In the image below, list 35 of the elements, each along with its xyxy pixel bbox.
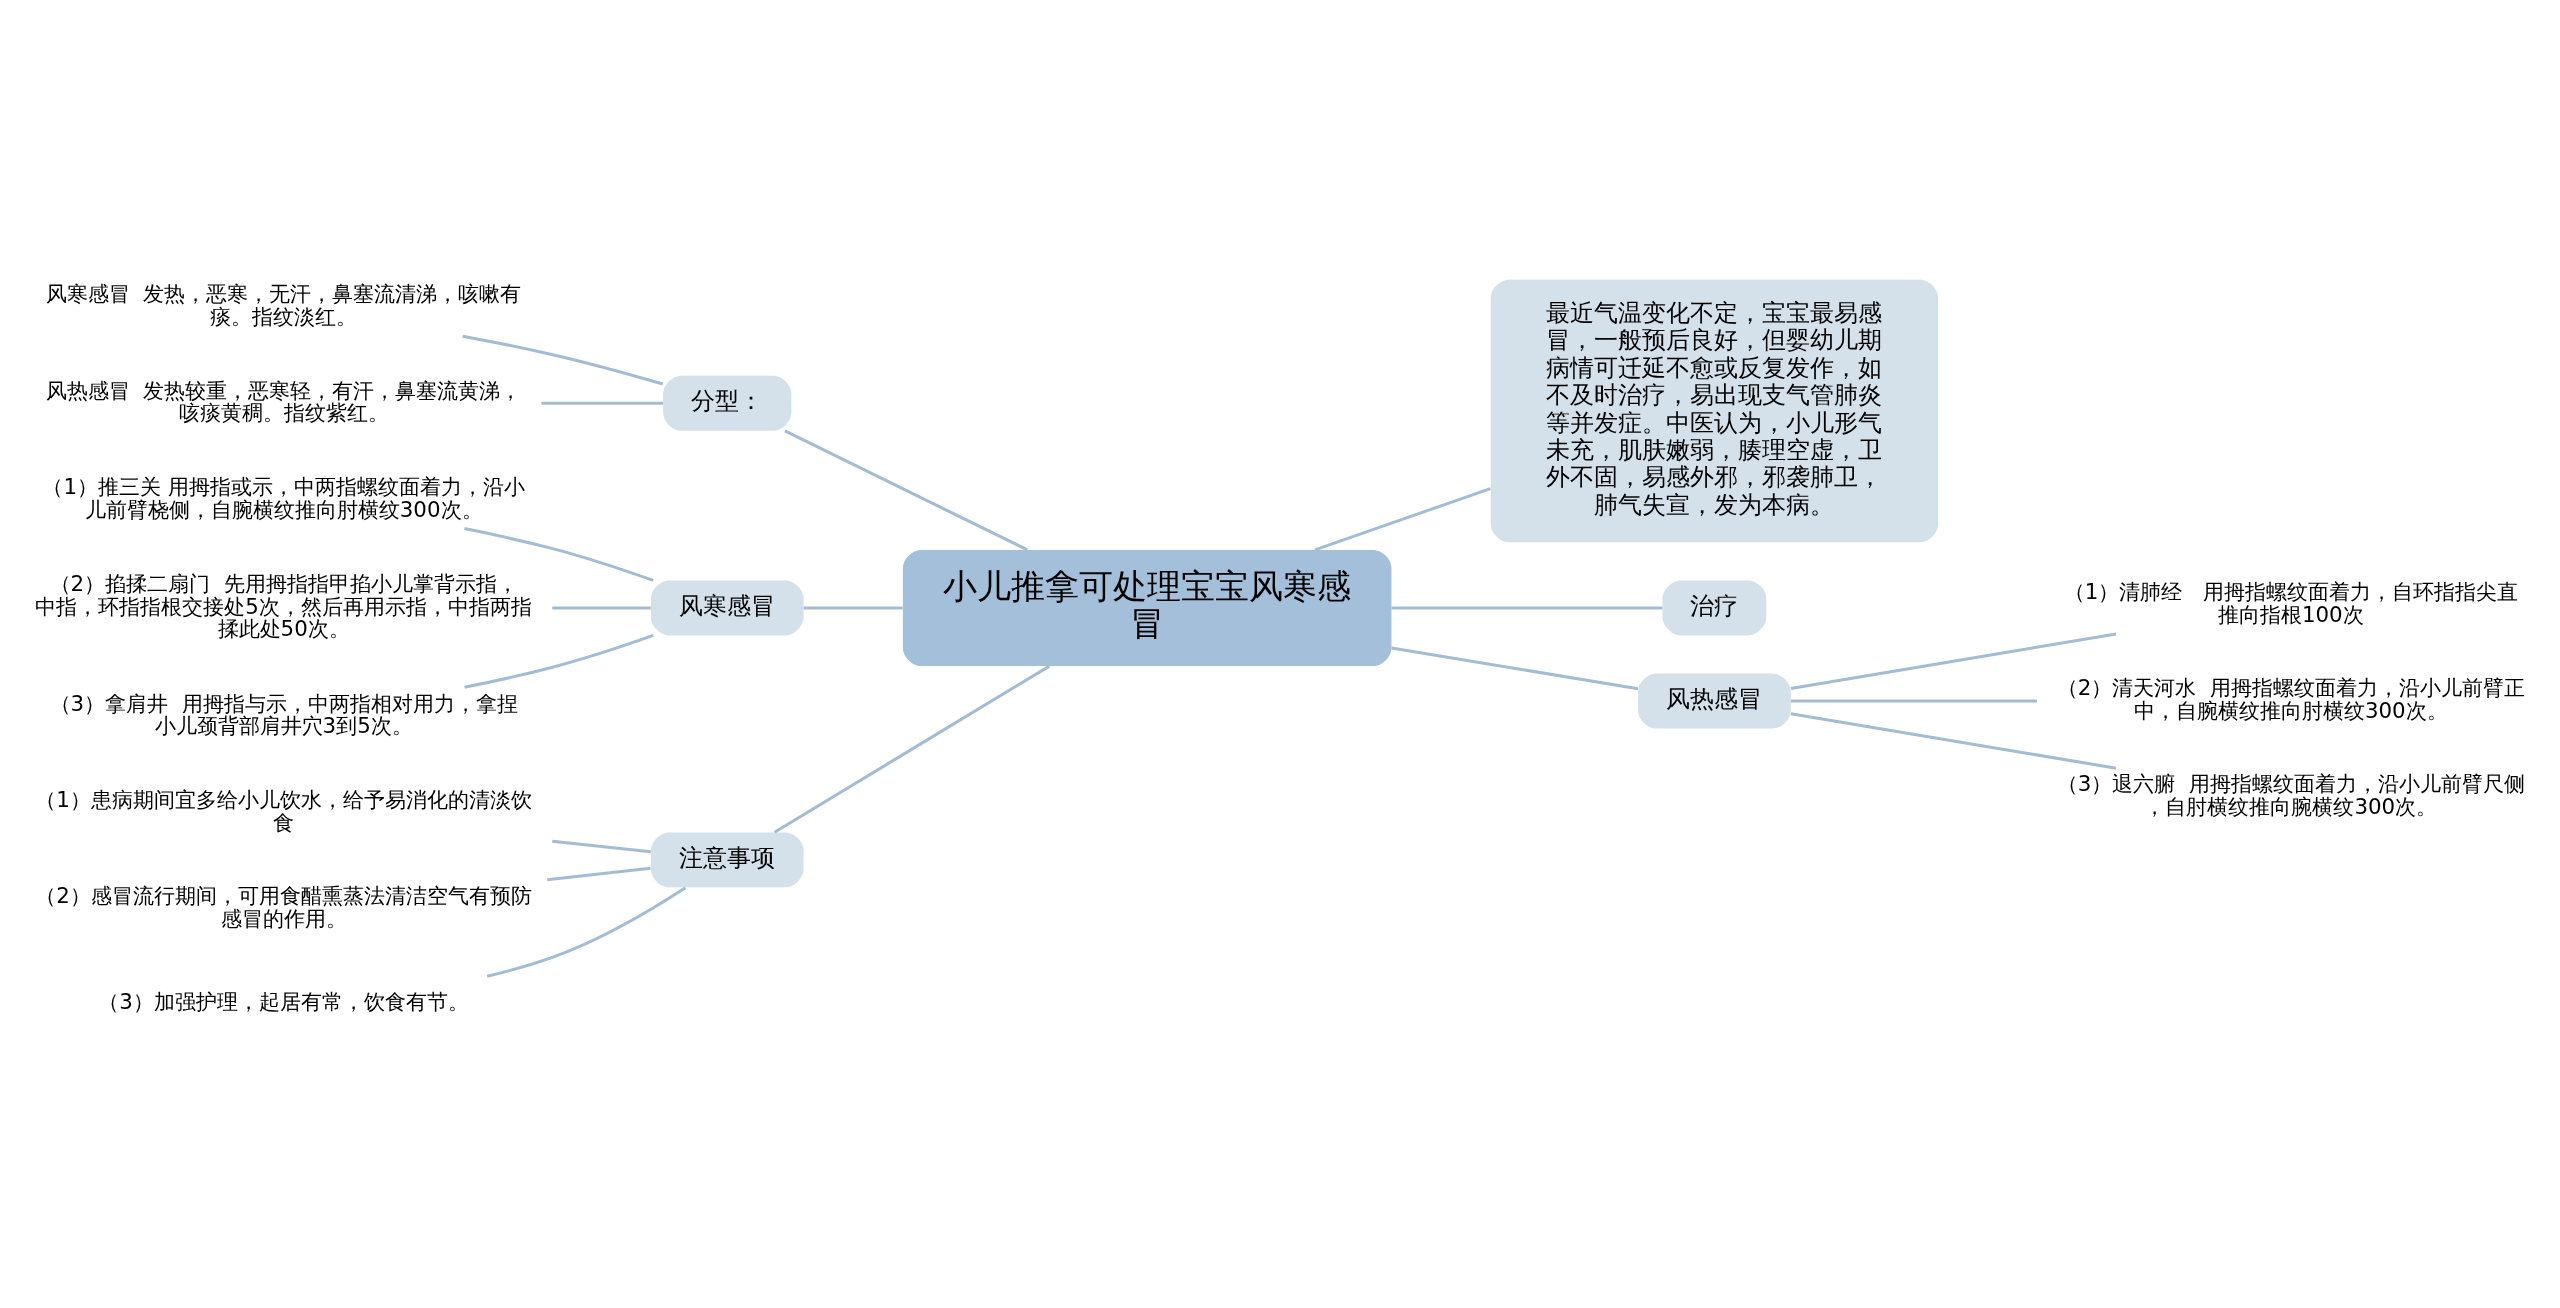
connector — [1314, 486, 1491, 551]
node-text: （3）拿肩井 用拇指与示，中两指相对用力，拿捏小儿颈背部肩井穴3到5次。 — [49, 690, 518, 738]
connector — [552, 839, 651, 853]
connector — [784, 429, 1028, 551]
connector — [1790, 711, 2117, 770]
connector — [464, 526, 654, 582]
connector — [552, 605, 651, 609]
node-box: 分型： — [663, 375, 792, 431]
node-box: 风寒感冒 — [650, 579, 804, 635]
node-text: （1）清肺经 用拇指螺纹面着力，自环指指尖直推向指根100次 — [2063, 578, 2518, 627]
node-text: 风寒感冒 发热，恶寒，无汗，鼻塞流清涕，咳嗽有痰。指纹淡红。 — [45, 280, 522, 329]
node-text: （1）推三关 用拇指或示，中两指螺纹面着力，沿小儿前臂桡侧，自腕横纹推向肘横纹300次。 — [42, 473, 525, 522]
connector — [486, 886, 687, 978]
node-box: 小儿推拿可处理宝宝风寒感冒 — [902, 549, 1392, 666]
connector — [1391, 646, 1639, 690]
node-box: 治疗 — [1662, 579, 1767, 635]
node-text: （2）清天河水 用拇指螺纹面着力，沿小儿前臂正中，自腕横纹推向肘横纹300次。 — [2056, 674, 2525, 723]
node-box: 最近气温变化不定，宝宝最易感冒，一般预后良好，但婴幼儿期病情可迁延不愈或反复发作，如不及时治疗，易出现支气管肺炎等并发症。中医认为，小儿形气未充，肌肤嫩弱，腠理空虚，卫外不固，易感外邪，邪袭肺卫，肺气失宣，发为本病。 — [1490, 279, 1939, 542]
node-text: （2）感冒流行期间，可用食醋熏蒸法清洁空气有预防感冒的作用。 — [35, 882, 532, 931]
node-text: （1）患病期间宜多给小儿饮水，给予易消化的清淡饮食 — [35, 786, 532, 835]
connector — [541, 401, 663, 405]
connector — [1391, 605, 1663, 609]
node-text: （2）掐揉二扇门 先用拇指指甲掐小儿掌背示指，中指，环指指根交接处5次，然后再用示指，中指两指揉此处50次。 — [35, 570, 532, 641]
node-text: 风热感冒 发热较重，恶寒轻，有汗，鼻塞流黄涕，咳痰黄稠。指纹紫红。 — [45, 377, 522, 425]
connector — [803, 605, 903, 609]
connector — [462, 334, 664, 386]
connector — [464, 633, 654, 689]
connector — [1790, 699, 2037, 703]
connector — [773, 664, 1051, 833]
node-box: 风热感冒 — [1638, 673, 1791, 729]
node-box: 注意事项 — [650, 831, 804, 887]
node-text: （3）加强护理，起居有常，饮食有节。 — [98, 988, 469, 1014]
connector — [1790, 631, 2117, 690]
connector — [547, 866, 651, 881]
node-text: （3）退六腑 用拇指螺纹面着力，沿小儿前臂尺侧，自肘横纹推向腕横纹300次。 — [2056, 770, 2525, 819]
